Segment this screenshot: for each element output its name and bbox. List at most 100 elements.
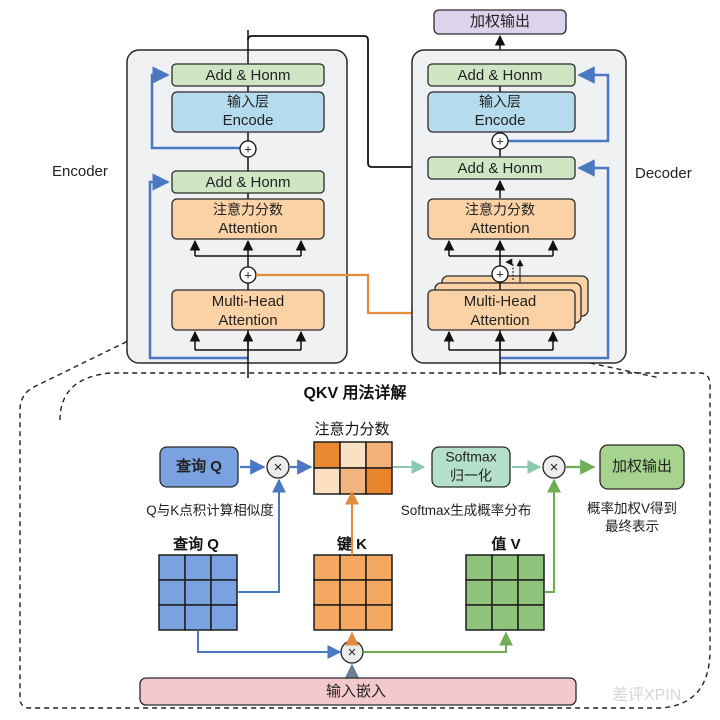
decoder-panel: Add & Honm 输入层 Encode + Add & Honm 注意力分数…	[411, 49, 627, 375]
dot-product-caption: Q与K点积计算相似度	[146, 503, 274, 518]
value-matrix-title: 值 V	[491, 535, 520, 553]
qkv-dashed-outline	[19, 339, 711, 709]
decoder-input-layer-label-2: Encode	[475, 112, 526, 129]
decoder-mha-label-1: Multi-Head	[464, 293, 537, 310]
decoder-add-norm-mid	[427, 156, 576, 180]
encoder-input-layer-label-1: 输入层	[227, 94, 269, 110]
decoder-input-layer	[427, 91, 576, 133]
heatmap-cell	[365, 441, 393, 469]
encoder-label: Encoder	[52, 163, 108, 180]
heatmap-cell	[365, 467, 393, 495]
decoder-attention-label-1: 注意力分数	[465, 202, 535, 218]
decoder-output-label: 加权输出	[470, 13, 530, 30]
query-to-projection-arrow	[197, 630, 342, 659]
weighted-output-box	[599, 444, 685, 490]
query-matrix-cell	[210, 604, 238, 631]
heatmap-cell	[313, 441, 341, 469]
decoder-attention-label-2: Attention	[470, 220, 529, 237]
softmax-box	[431, 446, 511, 488]
svg-text:×: ×	[550, 459, 559, 476]
encoder-add-norm-top	[171, 63, 325, 87]
watermark: 差评XPIN	[612, 686, 681, 704]
encoder-residual-bottom	[148, 173, 248, 360]
query-box-label: 查询 Q	[176, 457, 222, 475]
encoder-input-layer	[171, 91, 325, 133]
input-embedding-bar	[139, 677, 577, 706]
softmax-label-1: Softmax	[445, 449, 496, 465]
decoder-attention-box	[427, 198, 576, 240]
value-matrix-cell	[491, 579, 519, 606]
heatmap-cell	[339, 441, 367, 469]
key-matrix-cell	[365, 579, 393, 606]
svg-text:+: +	[496, 133, 504, 148]
weighted-sum-icon	[542, 455, 566, 479]
query-matrix-cell	[184, 579, 212, 606]
encoder-panel: Add & Honm 输入层 Encode + Add & Honm 注意力分数…	[126, 30, 348, 378]
encoder-attention-box	[171, 198, 325, 240]
key-matrix-cell	[313, 579, 341, 606]
decoder-residual-top	[508, 66, 610, 143]
encoder-mha-box	[171, 289, 325, 331]
decoder-output-box	[433, 9, 567, 35]
output-caption-2: 最终表示	[605, 519, 659, 534]
cross-attention-arrow	[256, 273, 427, 321]
encoder-input-layer-label-2: Encode	[223, 112, 274, 129]
encoder-mha-label-2: Attention	[218, 312, 277, 329]
decoder-add-norm-mid-label: Add & Honm	[457, 160, 542, 177]
encoder-residual-top	[150, 66, 243, 150]
softmax-label-2: 归一化	[450, 468, 492, 484]
qkv-title: QKV 用法详解	[303, 383, 406, 402]
value-to-sum-arrow	[545, 478, 561, 593]
decoder-add-norm-top-label: Add & Honm	[457, 67, 542, 84]
decoder-add-icon-mid	[491, 265, 509, 283]
encoder-mha-label-1: Multi-Head	[212, 293, 285, 310]
projection-to-value-arrow	[364, 631, 513, 653]
query-box	[159, 446, 239, 488]
value-matrix-cell	[517, 604, 545, 631]
query-matrix-cell	[184, 554, 212, 581]
decoder-add-norm-top	[427, 63, 576, 87]
decoder-input-layer-label-1: 输入层	[479, 94, 521, 110]
query-matrix-title: 查询 Q	[173, 535, 219, 553]
encoder-attention-label-1: 注意力分数	[213, 202, 283, 218]
svg-text:+: +	[244, 267, 252, 282]
dot-product-icon	[266, 455, 290, 479]
weighted-output-label: 加权输出	[612, 458, 672, 475]
encoder-add-norm-mid	[171, 170, 325, 194]
decoder-add-icon-top	[491, 132, 509, 150]
qkv-detail-panel: QKV 用法详解 查询 Q × Q与K点积计算相似度 注意力分数 Softmax…	[19, 339, 711, 709]
query-matrix-cell	[158, 579, 186, 606]
decoder-label: Decoder	[635, 165, 692, 182]
heatmap-cell	[339, 467, 367, 495]
score-title: 注意力分数	[314, 420, 389, 438]
svg-text:+: +	[244, 141, 252, 156]
decoder-mha-label-2: Attention	[470, 312, 529, 329]
query-matrix-cell	[184, 604, 212, 631]
key-matrix-cell	[339, 604, 367, 631]
key-matrix-cell	[339, 579, 367, 606]
input-embedding-label: 输入嵌入	[326, 683, 386, 700]
softmax-caption: Softmax生成概率分布	[401, 502, 532, 518]
svg-text:×: ×	[274, 459, 283, 476]
decoder-mha-box	[427, 289, 576, 331]
encoder-add-icon-top	[239, 140, 257, 158]
heatmap-cell	[313, 467, 341, 495]
svg-text:+: +	[496, 266, 504, 281]
value-matrix-cell	[517, 579, 545, 606]
value-matrix-cell	[465, 579, 493, 606]
key-matrix-cell	[313, 554, 341, 581]
value-matrix-cell	[465, 554, 493, 581]
value-matrix-cell	[491, 554, 519, 581]
key-matrix-cell	[313, 604, 341, 631]
key-matrix-cell	[339, 554, 367, 581]
decoder-residual-bottom	[500, 159, 610, 360]
query-matrix-cell	[158, 604, 186, 631]
key-matrix-cell	[365, 554, 393, 581]
query-to-dot-arrow	[238, 478, 286, 593]
value-matrix-cell	[491, 604, 519, 631]
value-matrix-cell	[517, 554, 545, 581]
key-matrix-cell	[365, 604, 393, 631]
query-matrix-cell	[210, 579, 238, 606]
query-matrix-cell	[158, 554, 186, 581]
